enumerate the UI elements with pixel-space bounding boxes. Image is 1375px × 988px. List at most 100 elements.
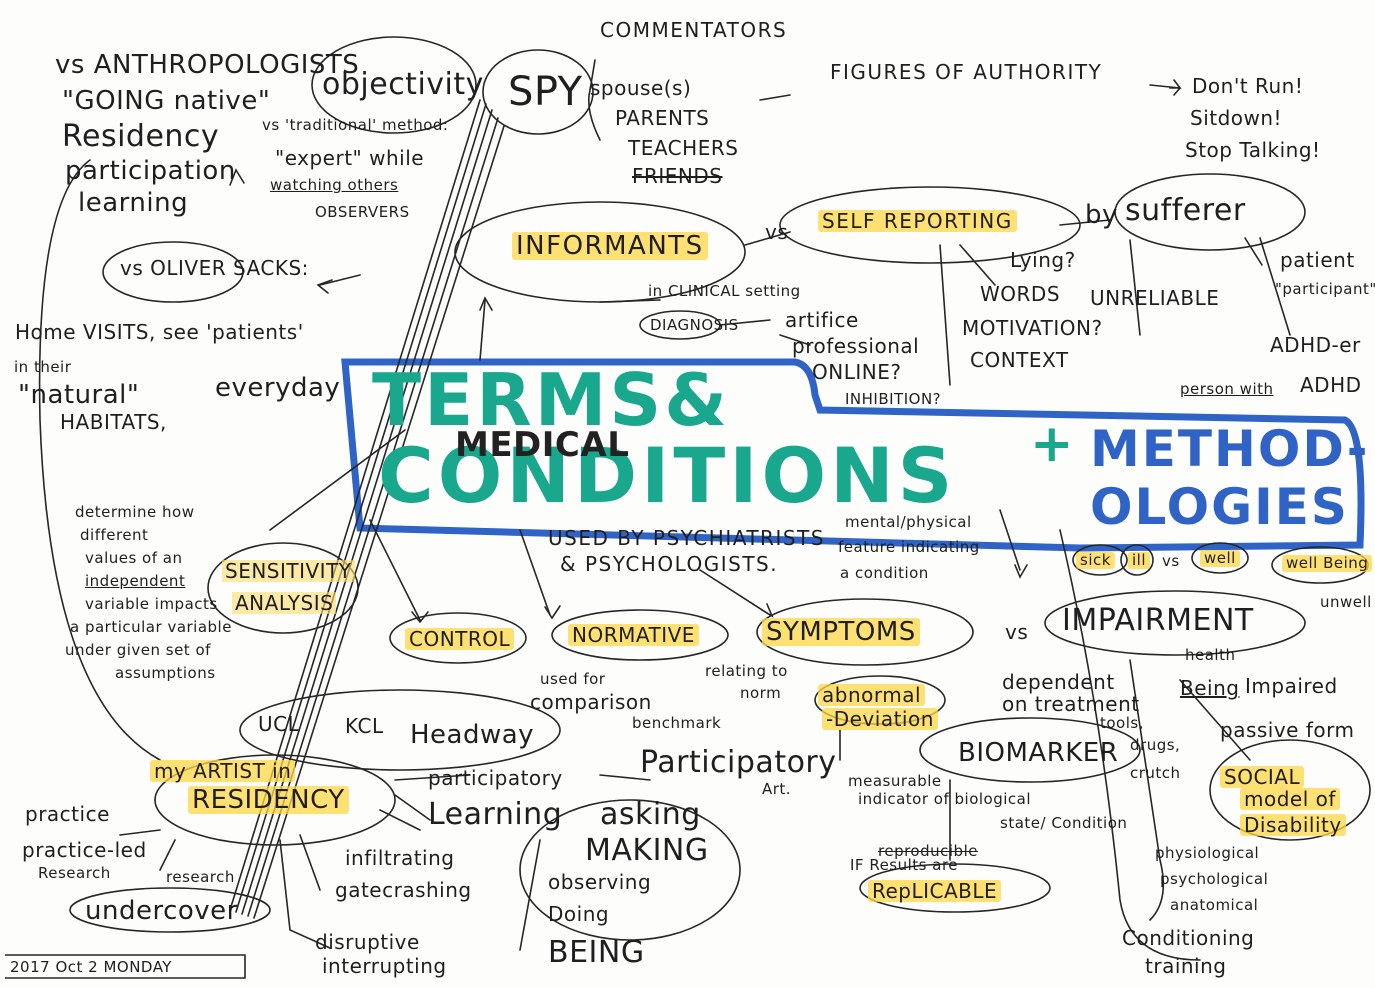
different-text: different bbox=[80, 526, 149, 544]
participatory-art-text: Participatory bbox=[640, 745, 837, 780]
figures-of-authority-text: FIGURES OF AUTHORITY bbox=[830, 60, 1103, 84]
replicable-label: RepLICABLE bbox=[868, 880, 1002, 902]
sensitivity-label: SENSITIVITY bbox=[222, 560, 355, 582]
symptoms-label: SYMPTOMS bbox=[762, 618, 920, 646]
friends-text: FRIENDS bbox=[632, 164, 723, 188]
dependent-text: dependent bbox=[1002, 670, 1115, 694]
conditioning-text: Conditioning bbox=[1122, 926, 1255, 950]
symptoms-vs: vs bbox=[1005, 620, 1029, 644]
learning-text: learning bbox=[78, 188, 189, 218]
social-text: SOCIAL bbox=[1220, 766, 1305, 788]
stop-talking-text: Stop Talking! bbox=[1185, 138, 1321, 162]
residency-text: Residency bbox=[62, 119, 220, 154]
informants-vs: vs bbox=[765, 220, 789, 244]
indicator-text: indicator of biological bbox=[858, 790, 1032, 808]
patient-text: patient bbox=[1280, 248, 1355, 272]
observers-text: OBSERVERS bbox=[315, 203, 410, 221]
disability-text: Disability bbox=[1240, 814, 1346, 836]
date-text: 2017 Oct 2 MONDAY bbox=[10, 958, 172, 976]
vs-traditional-text: vs 'traditional' method: bbox=[262, 116, 449, 134]
observing-text: observing bbox=[548, 870, 652, 894]
making-text: MAKING bbox=[585, 833, 709, 868]
asking-text: asking bbox=[600, 797, 701, 832]
research2-text: research bbox=[166, 868, 235, 886]
objectivity-text: objectivity bbox=[322, 67, 484, 102]
spouses-text: spouse(s) bbox=[590, 76, 692, 100]
informants-label: INFORMANTS bbox=[512, 232, 708, 260]
research-text: Research bbox=[38, 864, 111, 882]
in-their-text: in their bbox=[14, 358, 72, 376]
sick-vs-well: vs bbox=[1162, 552, 1180, 570]
impaired-text: Impaired bbox=[1245, 674, 1338, 698]
norm-text: norm bbox=[740, 684, 782, 702]
lying-text: Lying? bbox=[1010, 248, 1076, 272]
sick-text: sick bbox=[1076, 552, 1115, 569]
reproducible-text: reproducible bbox=[878, 842, 978, 860]
a-condition-text: a condition bbox=[840, 564, 929, 582]
values-text: values of an bbox=[85, 549, 183, 567]
residency-label: RESIDENCY bbox=[188, 786, 349, 814]
person-with-text: person with bbox=[1180, 380, 1274, 398]
biomarker-label: BIOMARKER bbox=[958, 738, 1119, 768]
words-text: WORDS bbox=[980, 282, 1061, 306]
ill-text: ill bbox=[1128, 552, 1151, 569]
given-set-text: under given set of bbox=[65, 641, 211, 659]
deviation-label: -Deviation bbox=[822, 708, 938, 730]
self-reporting-label: SELF REPORTING bbox=[818, 210, 1017, 232]
physiological-text: physiological bbox=[1155, 844, 1260, 862]
tools-text: tools, bbox=[1100, 714, 1144, 732]
anthropologists-text: vs ANTHROPOLOGISTS bbox=[55, 50, 360, 80]
used-by-text: USED BY PSYCHIATRISTS bbox=[548, 526, 825, 550]
participatory-text: participatory bbox=[428, 766, 563, 790]
anatomical-text: anatomical bbox=[1170, 896, 1259, 914]
habitats-text: HABITATS, bbox=[60, 410, 167, 434]
title-plus: + bbox=[1030, 414, 1076, 474]
passive-form-text: passive form bbox=[1220, 718, 1355, 742]
control-label: CONTROL bbox=[405, 628, 515, 650]
on-treatment-text: on treatment bbox=[1002, 692, 1140, 716]
title-conditions: CONDITIONS bbox=[378, 431, 957, 520]
doing-text: Doing bbox=[548, 902, 610, 926]
learning-bottom-text: Learning bbox=[428, 797, 563, 832]
being-bottom-text: BEING bbox=[548, 935, 645, 970]
inhibition-text: INHIBITION? bbox=[845, 390, 942, 408]
context-text: CONTEXT bbox=[970, 348, 1069, 372]
adhd-text: ADHD bbox=[1300, 373, 1362, 397]
benchmark-text: benchmark bbox=[632, 714, 722, 732]
comparison-text: comparison bbox=[530, 690, 652, 714]
oliver-sacks-text: vs OLIVER SACKS: bbox=[120, 256, 309, 280]
artifice-text: artifice bbox=[785, 308, 859, 332]
title-methodologies-2: OLOGIES bbox=[1090, 478, 1349, 536]
relating-to-text: relating to bbox=[705, 662, 788, 680]
impairment-label: IMPAIRMENT bbox=[1062, 603, 1254, 638]
by-text: by bbox=[1085, 200, 1118, 230]
headway-text: Headway bbox=[410, 720, 535, 750]
independent-text: independent bbox=[85, 572, 186, 590]
determine-how-text: determine how bbox=[75, 503, 195, 521]
sit-down-text: Sitdown! bbox=[1190, 106, 1283, 130]
professional-text: professional bbox=[792, 334, 920, 358]
sufferer-text: sufferer bbox=[1125, 193, 1246, 228]
model-of-text: model of bbox=[1240, 788, 1340, 810]
if-results-text: IF Results are bbox=[850, 856, 959, 874]
undercover-text: undercover bbox=[85, 896, 238, 926]
normative-label: NORMATIVE bbox=[568, 624, 699, 646]
mental-physical-text: mental/physical bbox=[845, 513, 972, 531]
expert-while-text: "expert" while bbox=[275, 146, 425, 170]
state-condition-text: state/ Condition bbox=[1000, 814, 1128, 832]
practice-text: practice bbox=[25, 802, 110, 826]
infiltrating-text: infiltrating bbox=[345, 846, 455, 870]
training-text: training bbox=[1145, 954, 1227, 978]
abnormal-label: abnormal bbox=[818, 684, 926, 706]
motivation-text: MOTIVATION? bbox=[962, 316, 1103, 340]
well-text: well bbox=[1200, 550, 1240, 567]
title-terms: TERMS& bbox=[372, 358, 731, 442]
variable-impacts-text: variable impacts bbox=[85, 595, 218, 613]
crutch-text: crutch bbox=[1130, 764, 1181, 782]
unreliable-text: UNRELIABLE bbox=[1090, 286, 1220, 310]
title-medical: MEDICAL bbox=[455, 425, 630, 465]
feature-indicating-text: feature indicating bbox=[838, 538, 980, 556]
participation-text: participation bbox=[65, 156, 236, 186]
artist-in-label: my ARTIST in bbox=[150, 760, 296, 782]
